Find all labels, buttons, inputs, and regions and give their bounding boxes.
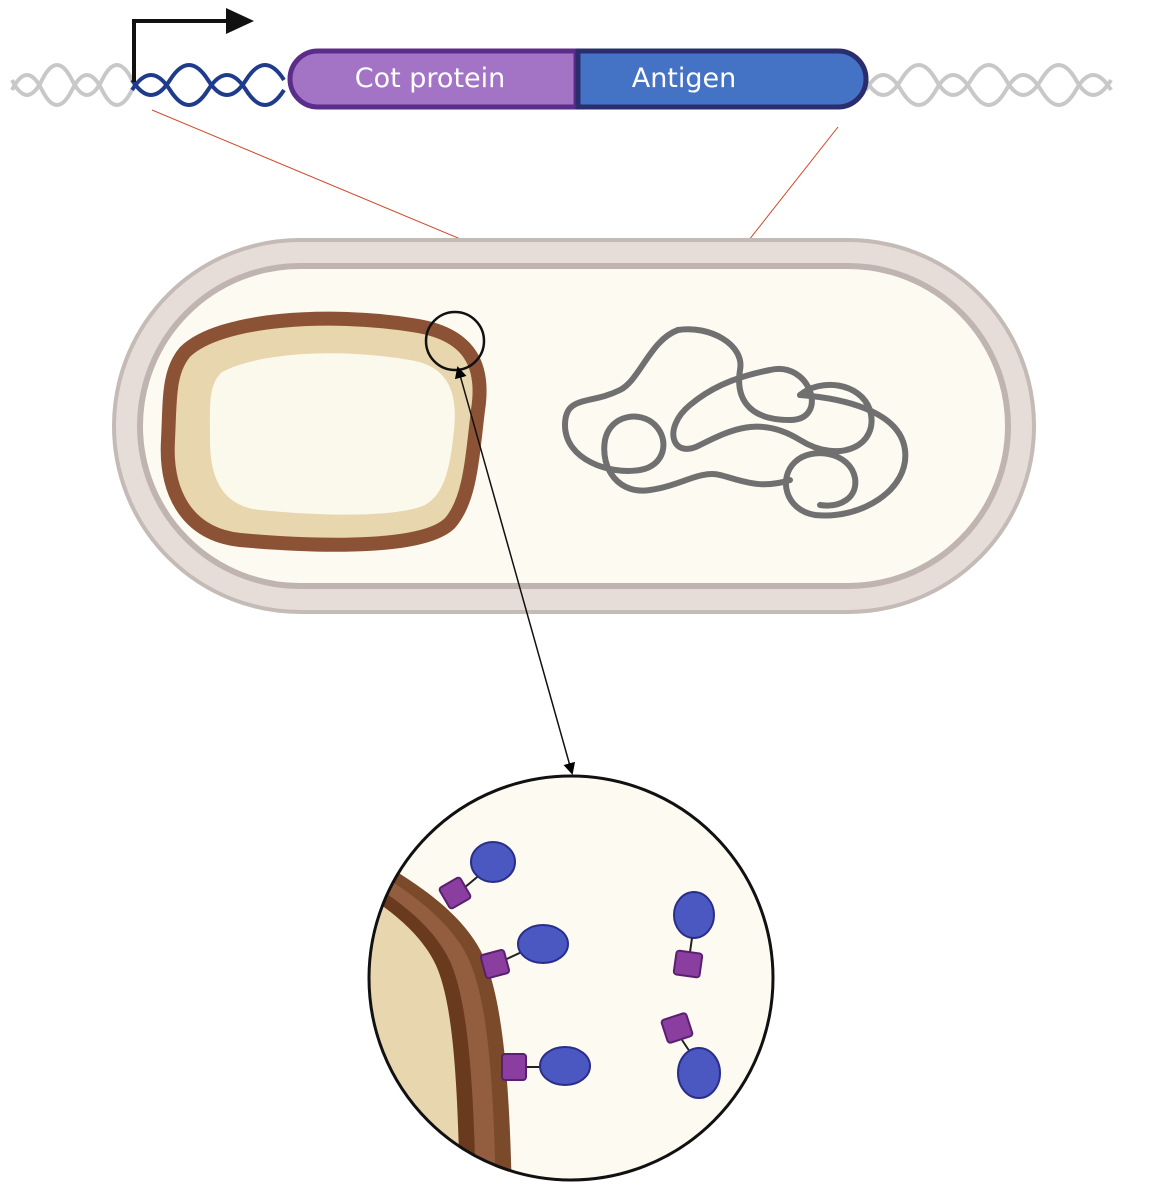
fusion-protein-icon [438, 841, 516, 910]
cot-protein-gene: Cot protein [287, 48, 579, 110]
promoter-arrow-icon [132, 8, 254, 82]
antigen-label: Antigen [632, 63, 737, 94]
dna-helix-icon [130, 63, 286, 107]
spore-icon [160, 311, 487, 552]
fusion-protein-icon [660, 1012, 721, 1099]
fusion-protein-icon [501, 1046, 591, 1086]
bacterial-cell [112, 238, 1036, 614]
zoom-arrow [454, 366, 576, 775]
dna-construct: Cot protein Antigen [10, 8, 1113, 110]
dna-helix-icon [864, 63, 1113, 107]
antigen-gene: Antigen [575, 48, 869, 110]
cot-protein-label: Cot protein [355, 63, 506, 94]
zoom-view-border [367, 774, 775, 1182]
zoom-view [367, 774, 775, 1182]
chromosome-icon [562, 326, 909, 519]
fusion-protein-icon [672, 891, 715, 979]
dna-helix-icon [10, 63, 134, 107]
fusion-protein-icon [479, 924, 569, 980]
